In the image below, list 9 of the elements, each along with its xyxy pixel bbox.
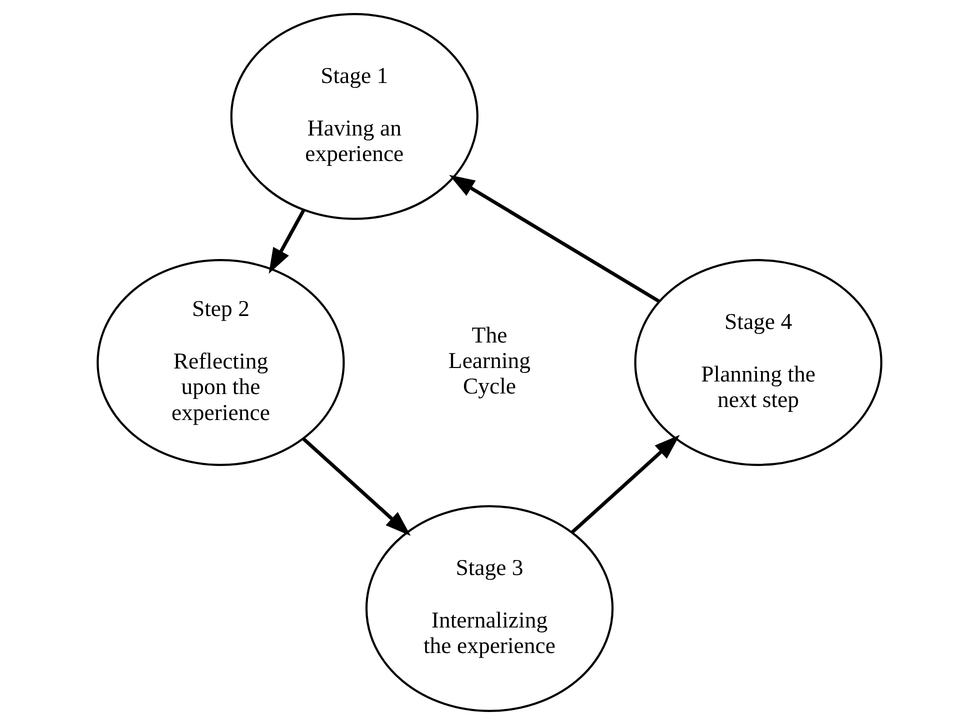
arrow xyxy=(449,174,660,304)
node-ellipse: Stage 3 Internalizing the experience xyxy=(365,505,614,712)
node-ellipse: Stage 4 Planning the next step xyxy=(634,259,882,466)
arrow xyxy=(302,437,411,536)
arrow xyxy=(268,208,306,274)
node-ellipse: Step 2 Reflecting upon the experience xyxy=(96,259,345,466)
arrow xyxy=(571,434,680,534)
label: The Learning Cycle xyxy=(448,322,531,399)
node-ellipse: Stage 1 Having an experience xyxy=(230,13,478,220)
